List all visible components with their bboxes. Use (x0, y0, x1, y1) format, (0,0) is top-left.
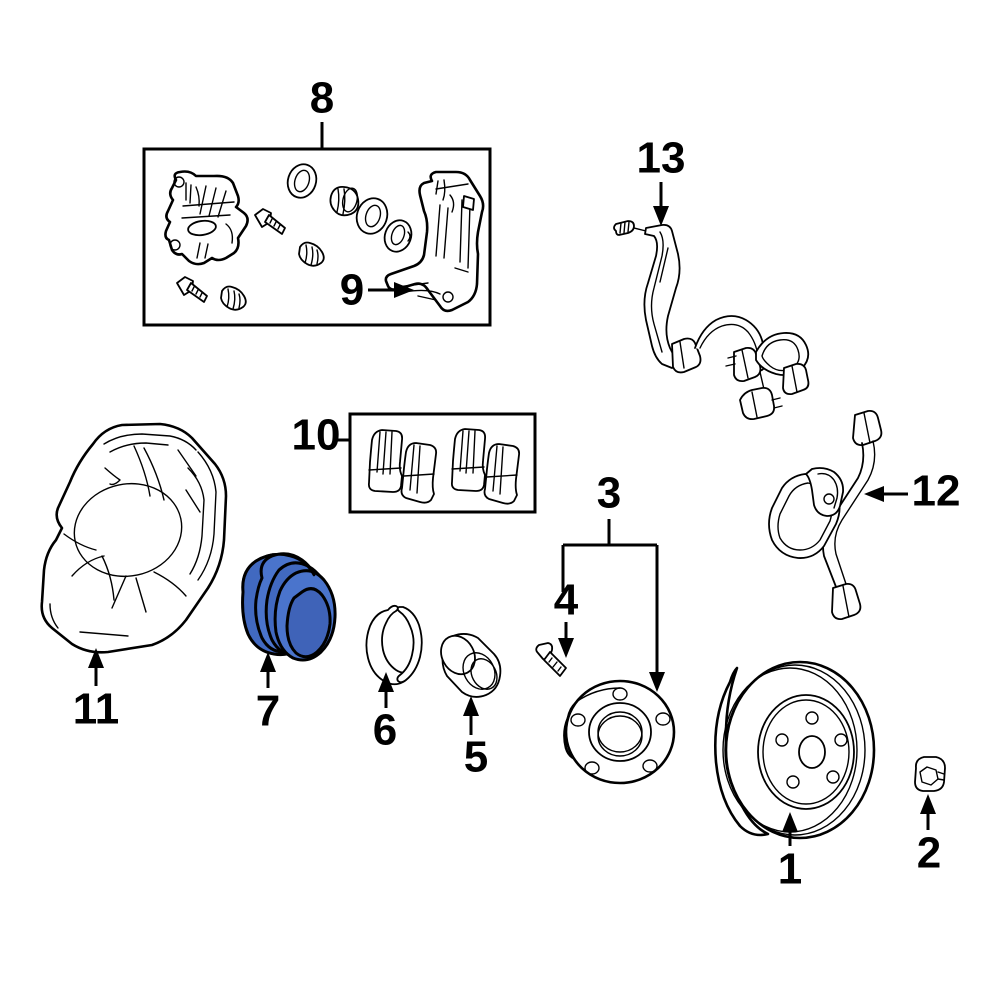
brake-pad-3 (450, 428, 487, 492)
callout-label-11[interactable]: 11 (73, 685, 120, 734)
grease-cap-bearing-part (440, 633, 502, 698)
brake-hose-part (768, 409, 883, 621)
caliper-mounting-bracket-part (384, 170, 485, 313)
callout-3-bracket (561, 519, 665, 692)
caliper-guide-pin-boot-lower (220, 285, 247, 311)
callout-label-1[interactable]: 1 (778, 845, 802, 894)
bearing-snap-ring-part (365, 604, 423, 686)
callout-label-5[interactable]: 5 (464, 733, 488, 782)
caliper-body-part (164, 170, 249, 266)
caliper-piston-seal-2 (329, 186, 360, 217)
caliper-guide-bolt-lower (176, 276, 208, 303)
callout-11-leader (88, 648, 104, 686)
brake-pad-4 (483, 443, 521, 505)
brake-pad-2 (400, 442, 438, 504)
callout-label-13[interactable]: 13 (637, 134, 686, 183)
axle-boot-bellows-part[interactable] (241, 552, 337, 662)
callout-label-10[interactable]: 10 (292, 411, 341, 460)
caliper-piston-seal-3 (355, 197, 389, 235)
callout-label-12[interactable]: 12 (912, 467, 961, 516)
brake-pad-1 (367, 429, 404, 493)
callout-label-2[interactable]: 2 (917, 829, 941, 878)
callout-2-leader (920, 794, 936, 830)
hub-nut-part (914, 756, 946, 792)
callout-4-leader (558, 622, 574, 658)
callout-13-leader (653, 182, 669, 226)
callout-label-8[interactable]: 8 (310, 74, 334, 123)
callout-7-leader (260, 652, 276, 688)
callout-label-3[interactable]: 3 (597, 469, 621, 518)
caliper-guide-pin-boot-upper (298, 241, 325, 267)
callout-1-leader (782, 812, 798, 846)
abs-speed-sensor-harness-part (613, 220, 810, 421)
caliper-piston-seal-1 (286, 163, 318, 199)
callout-label-7[interactable]: 7 (256, 687, 280, 736)
brake-rotor-disc-part (713, 660, 876, 840)
callout-12-leader (864, 486, 908, 502)
callout-label-6[interactable]: 6 (373, 706, 397, 755)
callout-label-9[interactable]: 9 (340, 266, 364, 315)
wheel-hub-assembly-part (563, 679, 676, 785)
callout-5-leader (463, 696, 479, 735)
callout-9-leader (368, 282, 414, 298)
caliper-piston-seal-4 (383, 219, 413, 253)
caliper-guide-bolt-upper (254, 208, 286, 235)
brake-dust-shield-part (40, 422, 228, 654)
callout-label-4[interactable]: 4 (554, 576, 579, 625)
wheel-stud-bolt-part (535, 642, 567, 677)
callout-6-leader (378, 672, 394, 708)
